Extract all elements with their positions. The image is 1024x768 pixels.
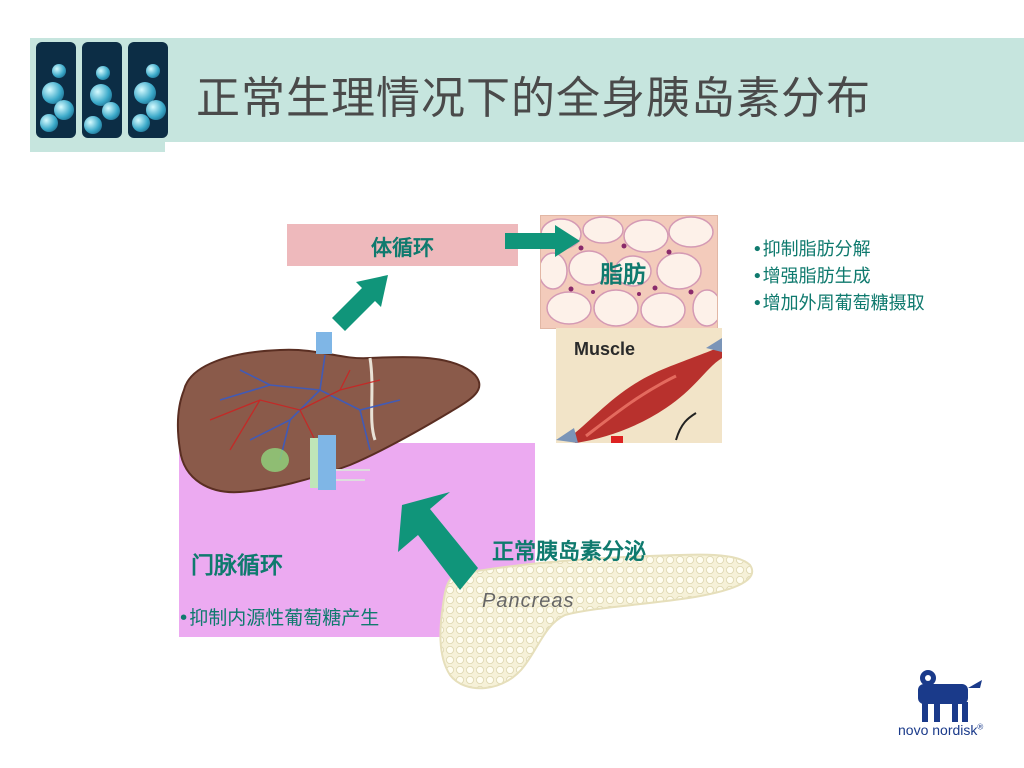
peripheral-effects-list: •抑制脂肪分解 •增强脂肪生成 •增加外周葡萄糖摄取 [752,236,925,317]
logo-wordmark: novo nordisk® [898,722,983,738]
normal-insulin-secretion-label: 正常胰岛素分泌 [492,540,647,565]
page-title: 正常生理情况下的全身胰岛素分布 [196,73,871,124]
pancreas-image-caption: Pancreas [482,590,575,612]
portal-effect-text: •抑制内源性葡萄糖产生 [178,607,380,629]
fat-tissue-image [540,215,718,329]
list-item: •增加外周葡萄糖摄取 [752,293,925,314]
arrow-up-right-icon [332,275,388,331]
header-thumbnail-1 [36,42,76,138]
novo-nordisk-bull-logo [898,668,998,744]
logo-text: novo nordisk [898,722,978,738]
header-thumbnail-3 [128,42,168,138]
systemic-circulation-label: 体循环 [371,236,434,260]
header-thumbnail-2 [82,42,122,138]
liver-illustration [170,330,490,495]
pancreas-image [365,545,765,695]
arrow-up-large-icon [398,492,478,590]
fat-label: 脂肪 [600,262,646,288]
muscle-image [556,328,722,443]
title-band [30,38,1024,142]
arrow-right-icon [505,225,580,257]
registered-mark: ® [977,722,984,732]
header-thumbnails [36,42,168,138]
systemic-circulation-box [287,224,518,266]
list-item: •抑制脂肪分解 [752,239,871,260]
title-accent-bar [30,140,165,152]
muscle-image-caption: Muscle [574,339,636,359]
portal-circulation-label: 门脉循环 [191,553,283,579]
list-item: •增强脂肪生成 [752,266,871,287]
